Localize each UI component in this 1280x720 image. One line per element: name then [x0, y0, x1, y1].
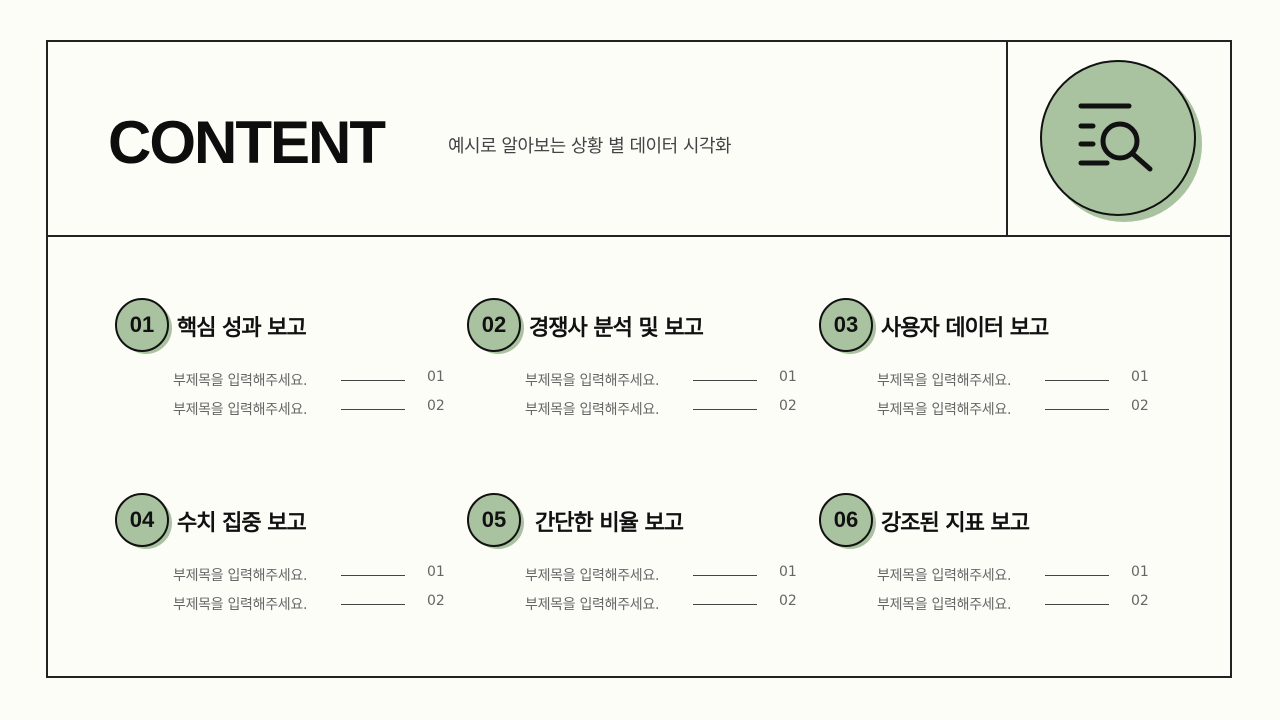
sub-number: 01: [427, 369, 445, 385]
item-title: 핵심 성과 보고: [177, 316, 307, 341]
content-item-01[interactable]: 01 핵심 성과 보고 부제목을 입력해주세요. 01 부제목을 입력해주세요. 0…: [115, 298, 455, 428]
divider-line: [341, 379, 405, 381]
sub-text: 부제목을 입력해주세요.: [173, 373, 308, 389]
number-badge: 05: [467, 493, 521, 547]
divider-line: [1045, 574, 1109, 576]
sub-number: 02: [427, 593, 445, 609]
sub-row: 부제목을 입력해주세요. 02: [173, 398, 463, 419]
sub-number: 02: [1131, 398, 1149, 414]
sub-number: 01: [427, 564, 445, 580]
sub-text: 부제목을 입력해주세요.: [173, 402, 308, 418]
item-title: 사용자 데이터 보고: [881, 316, 1049, 341]
sub-row: 부제목을 입력해주세요. 01: [173, 564, 463, 585]
sub-number: 02: [1131, 593, 1149, 609]
page-title: CONTENT: [108, 109, 386, 176]
divider-line: [693, 379, 757, 381]
sub-row: 부제목을 입력해주세요. 02: [877, 593, 1167, 614]
content-item-04[interactable]: 04 수치 집중 보고 부제목을 입력해주세요. 01 부제목을 입력해주세요. 0…: [115, 493, 455, 623]
divider-line: [693, 574, 757, 576]
number-badge: 03: [819, 298, 873, 352]
sub-row: 부제목을 입력해주세요. 02: [877, 398, 1167, 419]
divider-line: [693, 603, 757, 605]
number-badge: 02: [467, 298, 521, 352]
sub-number: 01: [1131, 369, 1149, 385]
sub-row: 부제목을 입력해주세요. 01: [525, 369, 815, 390]
content-item-03[interactable]: 03 사용자 데이터 보고 부제목을 입력해주세요. 01 부제목을 입력해주세요…: [819, 298, 1159, 428]
sub-text: 부제목을 입력해주세요.: [525, 373, 660, 389]
sub-row: 부제목을 입력해주세요. 01: [173, 369, 463, 390]
sub-text: 부제목을 입력해주세요.: [525, 402, 660, 418]
sub-number: 01: [779, 564, 797, 580]
sub-number: 01: [779, 369, 797, 385]
sub-text: 부제목을 입력해주세요.: [173, 597, 308, 613]
divider-line: [1045, 603, 1109, 605]
sub-text: 부제목을 입력해주세요.: [877, 373, 1012, 389]
sub-text: 부제목을 입력해주세요.: [877, 402, 1012, 418]
sub-row: 부제목을 입력해주세요. 02: [525, 593, 815, 614]
divider-line: [1045, 379, 1109, 381]
sub-text: 부제목을 입력해주세요.: [877, 597, 1012, 613]
sub-row: 부제목을 입력해주세요. 02: [525, 398, 815, 419]
content-item-05[interactable]: 05 간단한 비율 보고 부제목을 입력해주세요. 01 부제목을 입력해주세요.…: [467, 493, 807, 623]
sub-number: 02: [779, 593, 797, 609]
divider-line: [341, 408, 405, 410]
content-item-02[interactable]: 02 경쟁사 분석 및 보고 부제목을 입력해주세요. 01 부제목을 입력해주세…: [467, 298, 807, 428]
icon-panel: [1006, 42, 1232, 235]
sub-row: 부제목을 입력해주세요. 02: [173, 593, 463, 614]
divider-line: [341, 603, 405, 605]
sub-row: 부제목을 입력해주세요. 01: [877, 369, 1167, 390]
sub-text: 부제목을 입력해주세요.: [877, 568, 1012, 584]
slide-frame: CONTENT 예시로 알아보는 상황 별 데이터 시각화: [46, 40, 1232, 678]
sub-number: 02: [427, 398, 445, 414]
divider-line: [1045, 408, 1109, 410]
item-title: 수치 집중 보고: [177, 511, 307, 536]
sub-number: 01: [1131, 564, 1149, 580]
icon-circle: [1040, 60, 1196, 216]
sub-text: 부제목을 입력해주세요.: [173, 568, 308, 584]
item-title: 간단한 비율 보고: [535, 511, 684, 536]
number-badge: 04: [115, 493, 169, 547]
number-badge: 01: [115, 298, 169, 352]
item-title: 경쟁사 분석 및 보고: [529, 316, 704, 341]
number-badge: 06: [819, 493, 873, 547]
sub-text: 부제목을 입력해주세요.: [525, 597, 660, 613]
header: CONTENT 예시로 알아보는 상황 별 데이터 시각화: [48, 42, 1230, 237]
sub-text: 부제목을 입력해주세요.: [525, 568, 660, 584]
divider-line: [341, 574, 405, 576]
page-subtitle: 예시로 알아보는 상황 별 데이터 시각화: [448, 136, 732, 157]
sub-number: 02: [779, 398, 797, 414]
sub-row: 부제목을 입력해주세요. 01: [877, 564, 1167, 585]
list-search-icon: [1078, 103, 1153, 172]
sub-row: 부제목을 입력해주세요. 01: [525, 564, 815, 585]
content-item-06[interactable]: 06 강조된 지표 보고 부제목을 입력해주세요. 01 부제목을 입력해주세요.…: [819, 493, 1159, 623]
divider-line: [693, 408, 757, 410]
item-title: 강조된 지표 보고: [881, 511, 1030, 536]
